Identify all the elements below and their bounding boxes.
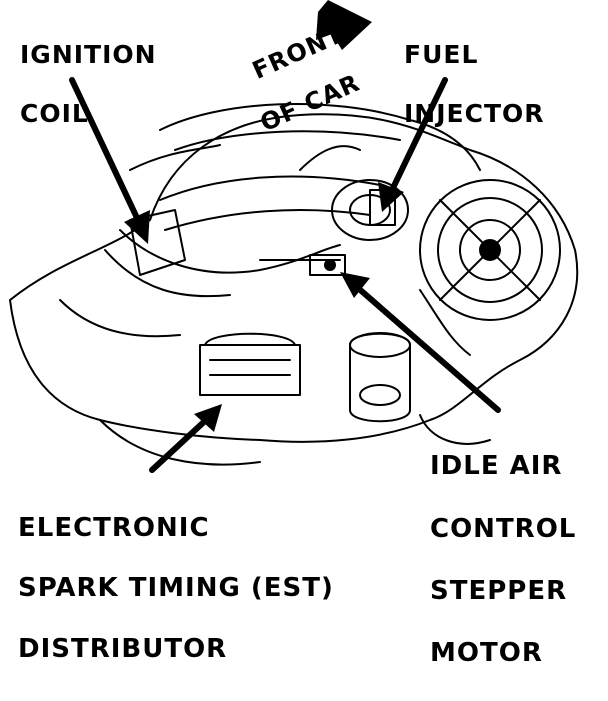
arrow-iac: [355, 285, 501, 413]
ignition-coil-body: [129, 209, 186, 276]
label-ignition-coil-line-1: IGNITION: [20, 39, 157, 69]
label-iac-line-3: STEPPER: [430, 575, 568, 606]
label-iac-line-2: CONTROL: [430, 513, 577, 544]
label-est-distributor: ELECTRONIC SPARK TIMING (EST) DISTRIBUTO…: [18, 483, 334, 694]
label-idle-air-control: IDLE AIR CONTROL STEPPER MOTOR: [430, 420, 576, 701]
arrow-iac-head: [340, 272, 370, 298]
arrow-fuel-injector: [389, 77, 448, 193]
oil-filter: [349, 332, 411, 423]
label-iac-line-1: IDLE AIR: [430, 451, 563, 482]
engine-drawing: [9, 0, 579, 473]
valve-cover: [159, 103, 481, 171]
throttle-body: [331, 179, 409, 241]
arrow-front-of-car: [316, 0, 372, 50]
engine-diagram: IGNITION COIL FUEL INJECTOR FRONT OF CAR…: [9, 0, 579, 668]
arrow-fuel-injector-head: [378, 182, 404, 212]
label-est-line-2: SPARK TIMING (EST): [18, 573, 334, 604]
arrow-ignition-coil: [69, 77, 141, 223]
label-fuel-injector-line-2: INJECTOR: [404, 98, 545, 128]
arrow-est-head: [194, 404, 222, 432]
label-est-line-1: ELECTRONIC: [18, 513, 210, 544]
label-ignition-coil: IGNITION COIL: [20, 10, 157, 158]
label-fuel-injector-line-1: FUEL: [404, 39, 479, 69]
label-est-line-3: DISTRIBUTOR: [18, 633, 228, 664]
label-fuel-injector: FUEL INJECTOR: [404, 10, 545, 158]
alternator: [419, 179, 561, 321]
arrow-ignition-coil-head: [124, 210, 150, 244]
engine-outline: [9, 113, 579, 443]
wire-harness: [119, 229, 341, 274]
label-iac-line-4: MOTOR: [430, 638, 543, 669]
distributor-body: [199, 344, 301, 396]
label-ignition-coil-line-2: COIL: [20, 98, 89, 128]
arrow-est: [149, 417, 209, 473]
